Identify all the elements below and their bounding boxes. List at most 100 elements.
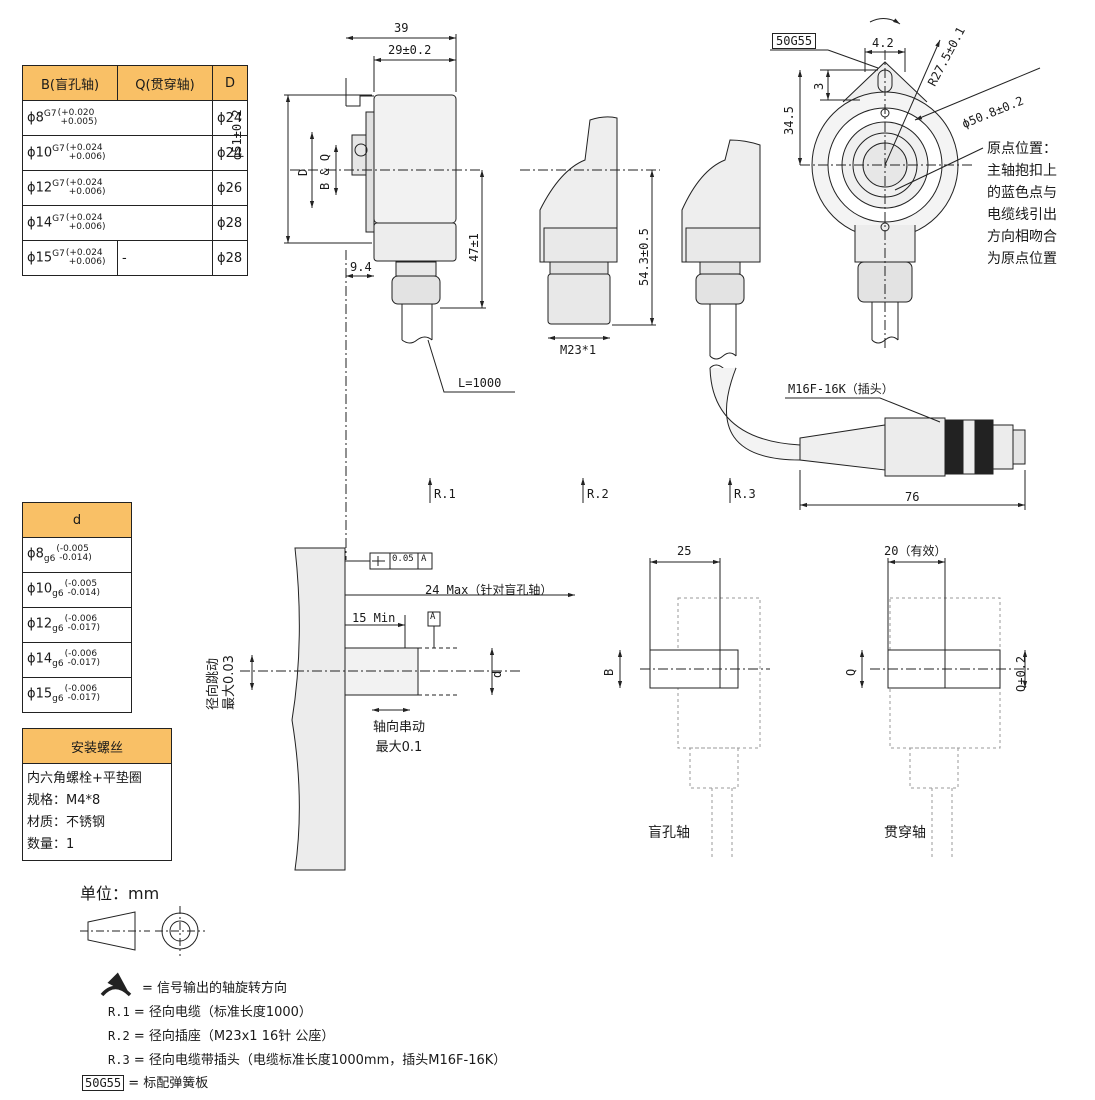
- origin-note-line: 为原点位置: [987, 251, 1057, 267]
- bore-value: ϕ8: [27, 110, 44, 126]
- fit-code: g6: [52, 659, 64, 670]
- shaft-value: ϕ12: [27, 616, 53, 632]
- header-d-small: d: [22, 502, 132, 538]
- axial-play-line: 最大0.1: [375, 740, 423, 755]
- dim-B-bore: B: [602, 668, 616, 676]
- bore-value: ϕ10: [27, 145, 53, 161]
- dim-d-shaft: d: [490, 670, 504, 678]
- legend-tag-text: = 标配弹簧板: [128, 1076, 209, 1091]
- encoder-r3-view: [681, 139, 1026, 510]
- fit-code: g6: [52, 624, 64, 635]
- origin-note-line: 原点位置：: [987, 141, 1057, 157]
- tolerance: (+0.024 +0.006): [65, 248, 106, 267]
- origin-note-line: 主轴抱扣上: [987, 163, 1057, 179]
- table-row: ϕ14g6(-0.006 -0.017): [22, 642, 132, 678]
- dim-51: ϕ51±0.2: [230, 109, 244, 160]
- tolerance: (-0.006 -0.017): [64, 649, 100, 669]
- outer-d: ϕ24: [212, 100, 248, 136]
- tolerance: (+0.024 +0.006): [65, 178, 106, 197]
- mounting-screw-table: 安装螺丝 内六角螺栓+平垫圈 规格：M4*8 材质：不锈钢 数量：1: [22, 728, 172, 861]
- dim-m23: M23*1: [560, 343, 597, 357]
- blind-shaft-section: [677, 597, 761, 860]
- axial-play-line: 轴向串动: [373, 720, 426, 735]
- through-shaft-caption: 贯穿轴: [884, 825, 926, 841]
- origin-note-line: 电缆线引出: [987, 207, 1057, 223]
- dim-BQ: B & Q: [318, 153, 332, 190]
- plug-label: M16F-16K（插头）: [788, 382, 894, 396]
- table-row: ϕ15g6(-0.006 -0.017): [22, 677, 132, 713]
- variant-arrows: [427, 478, 733, 503]
- origin-note: 原点位置： 主轴抱扣上 的蓝色点与 电缆线引出 方向相吻合 为原点位置: [987, 138, 1057, 270]
- fit-code: G7: [52, 249, 65, 260]
- dim-39: 39: [394, 21, 409, 35]
- variant-r3: R.3: [734, 487, 756, 501]
- dim-Q-plus: Q+0.2: [1014, 655, 1028, 692]
- table-row: ϕ10G7(+0.024 +0.006) ϕ24: [22, 135, 248, 171]
- tolerance: (+0.020 +0.005): [57, 108, 98, 127]
- table-row: ϕ10g6(-0.005 -0.014): [22, 572, 132, 608]
- screw-line: 规格：M4*8: [27, 793, 101, 808]
- radial-runout-line: 最大0.03: [222, 655, 237, 710]
- projection-symbol: [80, 906, 205, 956]
- shaft-value: ϕ15: [27, 686, 53, 702]
- cable-length: L=1000: [458, 376, 502, 390]
- origin-note-line: 的蓝色点与: [987, 185, 1057, 201]
- legend-rotation: = 信号输出的轴旋转方向: [142, 977, 287, 996]
- tolerance: (-0.005 -0.014): [64, 579, 100, 599]
- legend-tag-key: 50G55: [82, 1075, 125, 1091]
- table-row: ϕ15G7(+0.024 +0.006) - ϕ28: [22, 240, 248, 276]
- bore-value: ϕ15: [27, 250, 53, 266]
- screw-line: 内六角螺栓+平垫圈: [27, 771, 142, 786]
- datum-flag: A: [430, 612, 436, 622]
- radial-runout-label: 径向跳动 最大0.03: [206, 655, 238, 710]
- tolerance: (+0.024 +0.006): [65, 143, 106, 162]
- axial-play-label: 轴向串动 最大0.1: [373, 718, 425, 758]
- legend-text: = 径向插座（M23x1 16针 公座）: [133, 1029, 335, 1044]
- table-row: ϕ14G7(+0.024 +0.006) ϕ28: [22, 205, 248, 241]
- encoder-r2-view: [520, 116, 660, 341]
- fit-code: g6: [52, 694, 64, 705]
- dim-Q-bore: Q: [844, 668, 858, 676]
- legend-key: R.2: [108, 1029, 130, 1043]
- shaft-size-table: d ϕ8g6(-0.005 -0.014) ϕ10g6(-0.005 -0.01…: [22, 502, 132, 713]
- dim-47: 47±1: [467, 233, 481, 262]
- rotation-arrow-icon: [100, 972, 132, 997]
- dim-29: 29±0.2: [388, 43, 432, 57]
- fit-code: g6: [52, 589, 64, 600]
- dim-3: 3: [812, 82, 826, 90]
- dim-20: 20（有效）: [884, 544, 947, 558]
- tolerance: (-0.005 -0.014): [56, 544, 92, 564]
- legend-rotation-text: = 信号输出的轴旋转方向: [142, 981, 288, 996]
- variant-r2: R.2: [587, 487, 609, 501]
- unit-label: 单位：mm: [80, 884, 160, 903]
- dim-25: 25: [677, 544, 692, 558]
- outer-d: ϕ28: [212, 205, 248, 241]
- dim-76: 76: [905, 490, 920, 504]
- dim-54-3: 54.3±0.5: [637, 228, 651, 286]
- bore-size-table: B(盲孔轴) Q(贯穿轴) D ϕ8G7(+0.020 +0.005) ϕ24 …: [22, 65, 248, 276]
- legend-key: R.1: [108, 1005, 130, 1019]
- legend-item: R.1 = 径向电缆（标准长度1000）: [108, 1001, 312, 1020]
- table-row: ϕ12G7(+0.024 +0.006) ϕ26: [22, 170, 248, 206]
- fit-code: G7: [52, 179, 65, 190]
- tolerance-frame-value: 0.05: [392, 554, 414, 564]
- fit-code: g6: [43, 554, 56, 565]
- fit-code: G7: [52, 144, 65, 155]
- table-row: ϕ8G7(+0.020 +0.005) ϕ24: [22, 100, 248, 136]
- legend-key: R.3: [108, 1053, 130, 1067]
- screw-line: 数量：1: [27, 837, 75, 852]
- bore-value: ϕ12: [27, 180, 53, 196]
- tolerance: (+0.024 +0.006): [65, 213, 106, 232]
- legend-text: = 径向电缆（标准长度1000）: [133, 1005, 312, 1020]
- tolerance: (-0.006 -0.017): [64, 684, 100, 704]
- screw-line: 材质：不锈钢: [27, 815, 106, 830]
- datum-label: A: [421, 554, 427, 564]
- encoder-front-view: [770, 18, 1041, 350]
- shaft-value: ϕ8: [27, 546, 44, 562]
- radial-runout-line: 径向跳动: [206, 657, 221, 710]
- variant-r1: R.1: [434, 487, 456, 501]
- shaft-value: ϕ14: [27, 651, 53, 667]
- legend-tag: 50G55 = 标配弹簧板: [82, 1072, 208, 1091]
- dim-D: D: [296, 168, 310, 176]
- origin-note-line: 方向相吻合: [987, 229, 1057, 245]
